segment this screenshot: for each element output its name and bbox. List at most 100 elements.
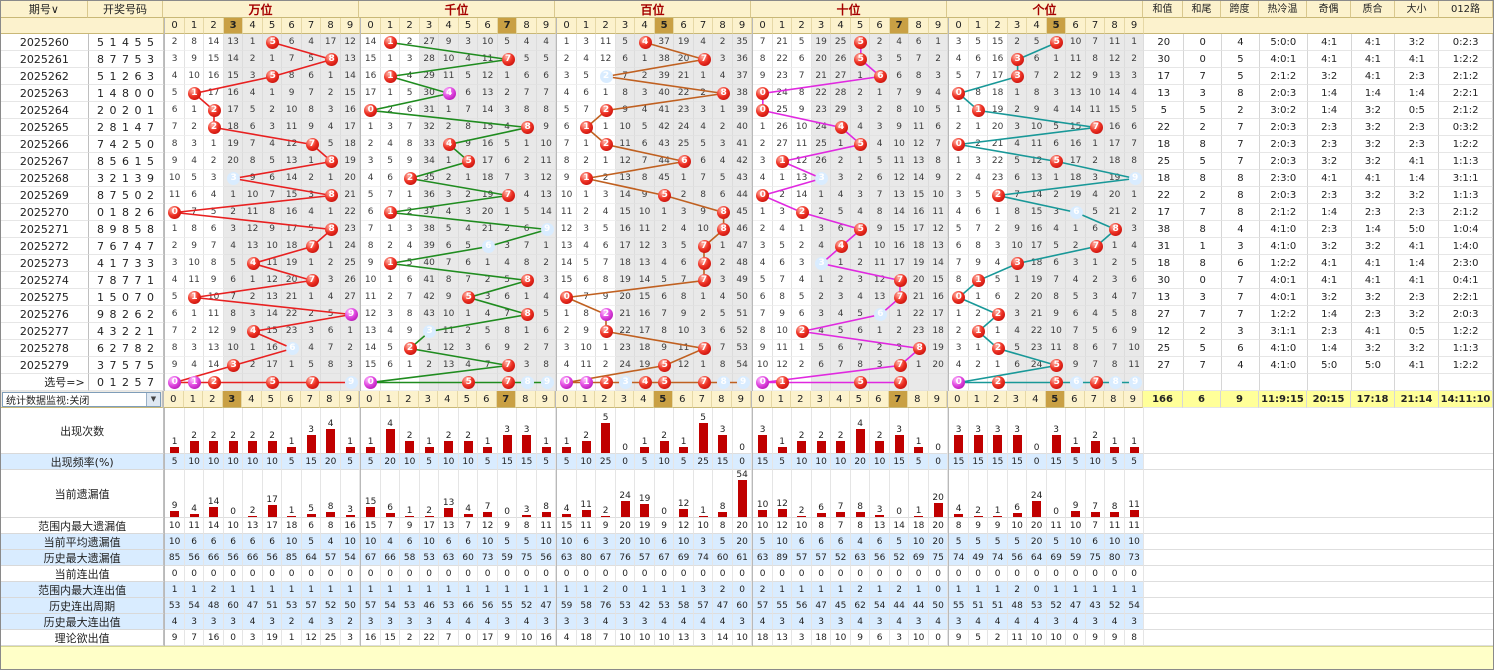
trend-cell: 4 [596, 204, 616, 221]
stat-value: 46 [423, 600, 435, 611]
stat-bar [424, 516, 434, 517]
pick-ball[interactable]: 5 [462, 376, 476, 389]
pick-ball[interactable]: 8 [521, 376, 535, 389]
pick-ball[interactable]: 2 [599, 376, 613, 389]
pick-ball[interactable]: 7 [501, 376, 515, 389]
pick-ball[interactable]: 0 [168, 376, 182, 389]
pick-ball[interactable]: 1 [579, 376, 593, 389]
pick-ball[interactable]: 0 [560, 376, 574, 389]
stat-cell: 0 [517, 566, 537, 582]
pick-ball[interactable]: 9 [540, 376, 554, 389]
pick-ball[interactable]: 0 [952, 376, 966, 389]
trend-cell: 3 [184, 340, 205, 357]
stat-cell: 0 [536, 566, 557, 582]
stat-value: 10 [795, 520, 808, 531]
trend-cell [596, 306, 616, 323]
right-cell-empty [1144, 374, 1185, 391]
stat-cell: 6 [1007, 470, 1028, 518]
pick-ball[interactable]: 4 [638, 376, 652, 389]
stat-cell: 4 [654, 614, 675, 630]
stat-cell: 5 [968, 630, 989, 646]
pick-ball[interactable]: 3 [619, 376, 633, 389]
pick-ball[interactable]: 5 [1050, 376, 1064, 389]
trend-cell: 10 [772, 323, 793, 340]
pick-ball[interactable]: 2 [207, 376, 221, 389]
stat-cell: 3 [831, 614, 851, 630]
stat-cell: 15 [497, 454, 518, 470]
trend-cell: 1 [439, 153, 459, 170]
trend-cell: 11 [772, 340, 793, 357]
trend-cell: 22 [988, 153, 1008, 170]
right-cell: 2:3 [1307, 221, 1352, 238]
stats-monitor-dropdown[interactable]: 统计数据监视:关闭 ▼ [2, 391, 161, 407]
stat-value: 69 [1050, 552, 1062, 563]
trend-cell: 16 [1105, 119, 1125, 136]
stat-cell: 0 [184, 566, 205, 582]
pick-ball[interactable]: 7 [697, 376, 711, 389]
trend-cell: 5 [831, 323, 851, 340]
pick-ball[interactable]: 7 [305, 376, 319, 389]
trend-cell: 6 [576, 272, 597, 289]
pick-ball[interactable]: 9 [1128, 376, 1142, 389]
pick-ball[interactable]: 5 [658, 376, 672, 389]
stat-cell: 12 [674, 518, 694, 534]
pick-ball[interactable]: 9 [344, 376, 358, 389]
trend-cell: 1 [1105, 238, 1125, 255]
stat-cell: 4 [458, 614, 479, 630]
right-header-3: 热冷温 [1259, 1, 1307, 18]
trend-cell: 22 [909, 306, 929, 323]
trend-cell: 11 [282, 119, 302, 136]
trend-cell: 8 [596, 272, 616, 289]
stat-cell: 76 [596, 598, 616, 614]
stat-value: 0 [543, 568, 549, 579]
trend-cell: 8 [928, 153, 949, 170]
trend-cell: 48 [732, 255, 753, 272]
trend-cell: 3 [165, 51, 185, 68]
trend-cell: 8 [536, 102, 557, 119]
dropdown-arrow-icon[interactable]: ▼ [146, 392, 160, 406]
stat-value: 4 [191, 504, 197, 514]
trend-cell: 1 [693, 68, 714, 85]
trend-cell: 1 [968, 289, 989, 306]
pick-ball[interactable]: 5 [266, 376, 280, 389]
stat-value: 56 [795, 600, 808, 611]
stat-value: 4 [563, 632, 570, 643]
trend-cell: 17 [615, 238, 636, 255]
pick-ball[interactable]: 8 [1109, 376, 1123, 389]
trend-cell: 6 [243, 119, 263, 136]
right-cell: 2:3 [1395, 204, 1440, 221]
pick-ball[interactable]: 1 [775, 376, 789, 389]
pick-ball[interactable]: 0 [364, 376, 378, 389]
stat-value: 17 [481, 632, 494, 643]
trend-cell [693, 51, 714, 68]
trend-cell: 1 [596, 153, 616, 170]
pick-ball[interactable]: 6 [1069, 376, 1083, 389]
pick-ball[interactable]: 1 [187, 376, 201, 389]
period-header[interactable]: 期号∨ [1, 1, 88, 18]
trend-cell: 18 [615, 255, 636, 272]
pick-ball[interactable]: 2 [991, 376, 1005, 389]
pick-ball[interactable]: 7 [893, 376, 907, 389]
trend-cell: 12 [536, 170, 557, 187]
right-header-7: 012路 [1439, 1, 1493, 18]
pick-ball[interactable]: 7 [1089, 376, 1103, 389]
right-cell: 4:0:1 [1259, 289, 1308, 306]
trend-cell: 9 [615, 102, 636, 119]
trend-cell: 24 [1027, 357, 1047, 374]
pick-ball[interactable]: 0 [756, 376, 770, 389]
trend-cell: 6 [536, 68, 557, 85]
pick-ball[interactable]: 8 [717, 376, 731, 389]
stat-cell: 3 [732, 614, 753, 630]
right-cell: 1:2:2 [1259, 255, 1308, 272]
stat-cell: 57 [693, 598, 714, 614]
trend-cell [889, 272, 910, 289]
trend-cell: 7 [321, 340, 341, 357]
pick-ball[interactable]: 5 [854, 376, 868, 389]
stat-cell: 53 [439, 598, 459, 614]
pick-ball[interactable]: 9 [736, 376, 750, 389]
stat-cell: 20 [732, 534, 753, 550]
stat-value: 0 [1053, 568, 1059, 579]
